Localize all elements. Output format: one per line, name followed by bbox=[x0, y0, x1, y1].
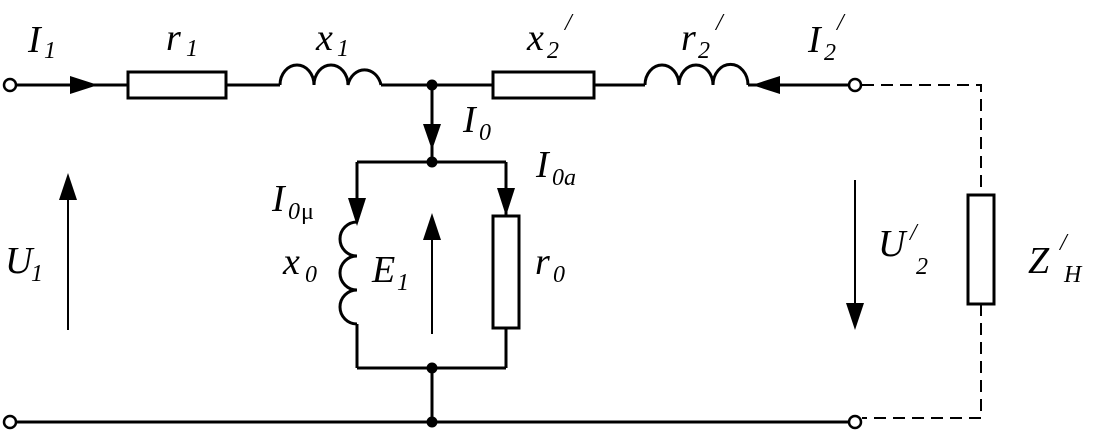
label-r2-sup: / bbox=[714, 10, 725, 36]
terminal-input-top bbox=[2, 77, 18, 93]
label-zh-prime: Z / H bbox=[1028, 230, 1083, 288]
resistor-r1 bbox=[126, 70, 228, 100]
label-i2-prime: I 2 / bbox=[807, 10, 846, 66]
terminal-output-bottom bbox=[847, 414, 863, 430]
label-u1-main: U bbox=[5, 240, 35, 282]
inductor-r2-prime bbox=[643, 62, 750, 86]
label-i0: I 0 bbox=[462, 99, 491, 146]
label-u2-sup: / bbox=[908, 220, 919, 246]
label-x2-prime: x 2 / bbox=[526, 10, 574, 64]
label-e1-main: E bbox=[371, 249, 395, 291]
label-r1: r 1 bbox=[166, 17, 198, 62]
label-r1-main: r bbox=[166, 17, 181, 59]
label-x0-main: x bbox=[282, 241, 300, 283]
label-i0mu-mu: μ bbox=[301, 199, 314, 225]
label-e1-sub: 1 bbox=[397, 270, 409, 296]
label-zh-main: Z bbox=[1028, 240, 1050, 282]
current-i0a-arrow bbox=[497, 188, 515, 216]
label-i0a-main: I bbox=[535, 144, 551, 186]
label-x1-sub: 1 bbox=[337, 36, 349, 62]
label-i1-main: I bbox=[27, 19, 43, 61]
label-i0mu: I 0 μ bbox=[271, 178, 314, 225]
current-i2-prime-arrow bbox=[752, 76, 780, 94]
label-i0mu-sub: 0 bbox=[288, 199, 300, 225]
label-u1-sub: 1 bbox=[31, 261, 43, 287]
label-r1-sub: 1 bbox=[186, 36, 198, 62]
label-i0-sub: 0 bbox=[479, 120, 491, 146]
load-impedance-zh bbox=[966, 193, 996, 306]
node-top bbox=[426, 79, 438, 91]
label-u2-main: U bbox=[878, 223, 908, 265]
label-r0-sub: 0 bbox=[553, 262, 565, 288]
label-zh-sup: / bbox=[1058, 230, 1069, 256]
label-x1: x 1 bbox=[315, 17, 349, 62]
label-x1-main: x bbox=[315, 17, 333, 59]
label-i2-main: I bbox=[807, 19, 823, 61]
current-i1-arrow bbox=[70, 76, 98, 94]
label-i1: I 1 bbox=[27, 19, 56, 64]
label-r2-sub: 2 bbox=[698, 38, 710, 64]
terminal-output-top bbox=[847, 77, 863, 93]
label-x0: x 0 bbox=[282, 241, 317, 288]
node-branch-bottom bbox=[426, 362, 438, 374]
label-x2-sup: / bbox=[563, 10, 574, 36]
load-wire-bottom bbox=[862, 304, 982, 419]
resistor-r0 bbox=[491, 214, 521, 330]
current-i0-arrow bbox=[423, 124, 441, 150]
inductor-x1 bbox=[278, 63, 383, 86]
label-i2-sub: 2 bbox=[824, 40, 836, 66]
label-i1-sub: 1 bbox=[44, 38, 56, 64]
label-zh-sub: H bbox=[1063, 262, 1083, 288]
label-r0-main: r bbox=[535, 241, 550, 283]
voltage-u1-arrow bbox=[59, 173, 77, 200]
node-bottom bbox=[426, 416, 438, 428]
label-u2-sub: 2 bbox=[916, 254, 928, 280]
label-i0-main: I bbox=[462, 99, 478, 141]
label-i0a: I 0a bbox=[535, 144, 576, 191]
label-x2-main: x bbox=[526, 17, 544, 59]
label-i0a-sub: 0a bbox=[552, 165, 576, 191]
load-wire-top bbox=[862, 84, 982, 195]
label-u2-prime: U / 2 bbox=[878, 220, 928, 280]
label-r0: r 0 bbox=[535, 241, 565, 288]
terminal-input-bottom bbox=[2, 414, 18, 430]
current-i0mu-arrow bbox=[348, 198, 366, 226]
inductor-x0 bbox=[338, 220, 358, 326]
label-i0mu-main: I bbox=[271, 178, 287, 220]
label-r2-main: r bbox=[681, 17, 696, 59]
label-x2-sub: 2 bbox=[547, 38, 559, 64]
voltage-u2-prime-arrow bbox=[846, 303, 864, 330]
emf-e1-arrow bbox=[423, 213, 441, 240]
label-u1: U 1 bbox=[5, 240, 43, 287]
label-r2-prime: r 2 / bbox=[681, 10, 725, 64]
label-x0-sub: 0 bbox=[305, 262, 317, 288]
node-branch-top bbox=[426, 156, 438, 168]
reactance-x2-prime bbox=[491, 70, 596, 100]
label-e1: E 1 bbox=[371, 249, 409, 296]
label-i2-sup: / bbox=[835, 10, 846, 36]
